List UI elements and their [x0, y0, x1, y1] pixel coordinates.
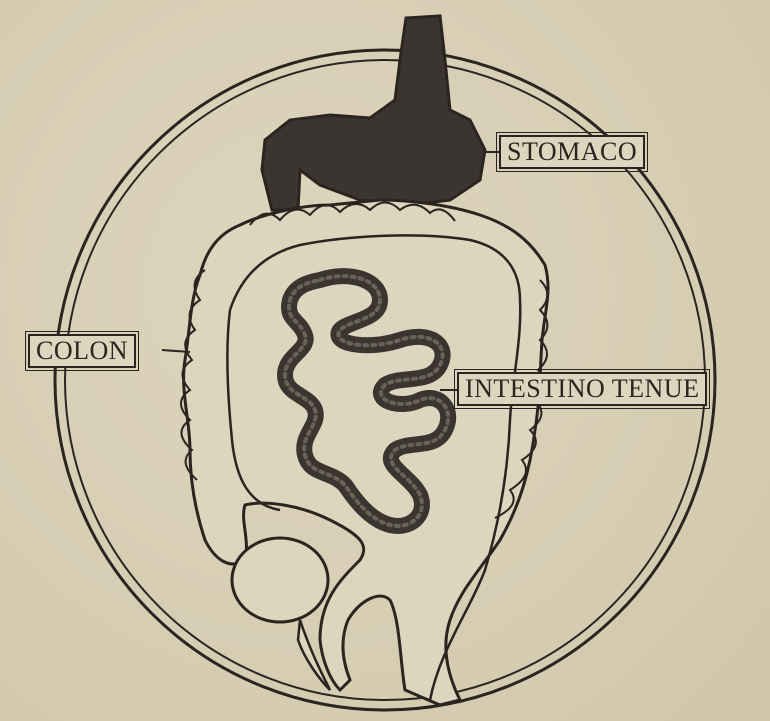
stomach-label: STOMACO	[499, 135, 645, 169]
small-intestine-label: INTESTINO TENUE	[457, 372, 707, 406]
stomach-shape	[262, 16, 485, 210]
colon-label: COLON	[28, 334, 136, 368]
cecum-shape	[232, 538, 328, 622]
